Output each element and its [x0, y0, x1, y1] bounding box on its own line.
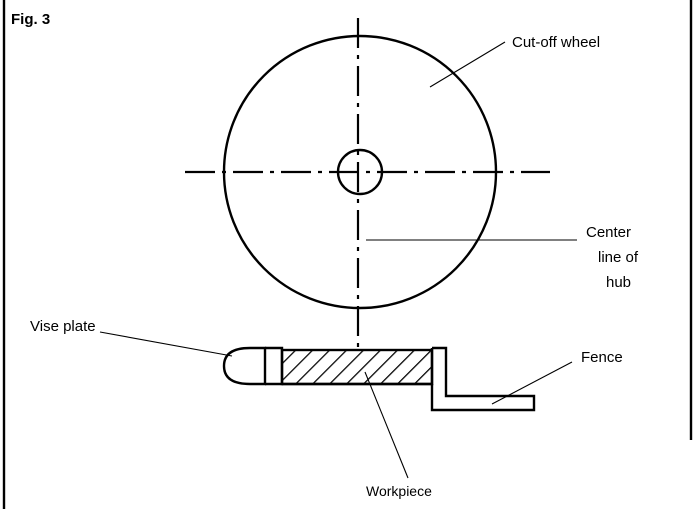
- center-line-label-line2: line of: [598, 249, 639, 266]
- center-line-label-line1: Center: [586, 224, 631, 241]
- fence-label: Fence: [581, 349, 623, 366]
- workpiece-leader: [364, 371, 409, 479]
- vise-plate-leader: [99, 331, 233, 357]
- vise-plate-label: Vise plate: [30, 318, 96, 335]
- workpiece-label: Workpiece: [366, 483, 432, 499]
- fence-profile: [430, 346, 536, 412]
- workpiece: [280, 348, 434, 386]
- vise-plate-rounded-end: [222, 346, 267, 386]
- cutoff-wheel-leader: [429, 41, 506, 88]
- vise-plate-jaw: [265, 346, 284, 386]
- center-line-label-line3: hub: [606, 274, 631, 291]
- figure-title: Fig. 3: [11, 11, 50, 28]
- cutoff-wheel-label: Cut-off wheel: [512, 34, 600, 51]
- fence-leader: [491, 361, 573, 405]
- cutoff-wheel: [222, 34, 498, 310]
